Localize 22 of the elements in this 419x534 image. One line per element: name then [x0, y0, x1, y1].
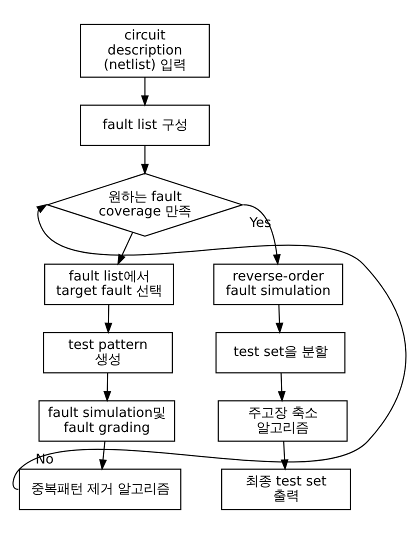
node-box: test set을 분할: [215, 332, 346, 374]
arrow: [278, 372, 286, 402]
arrow: [103, 372, 112, 402]
node-box: 최종 test set 출력: [221, 468, 352, 510]
arrow: [104, 304, 112, 334]
node-box: fault list 구성: [80, 104, 210, 146]
arrow: [141, 77, 149, 107]
node-box: 주고장 축소 알고리즘: [218, 400, 348, 442]
node-diamond: 원하는 fault coverage 만족: [46, 172, 244, 237]
arrow: [99, 441, 107, 471]
arrow: [117, 232, 134, 266]
edge-label: No: [35, 452, 54, 468]
node-box: test pattern 생성: [42, 332, 173, 374]
node-box: fault simulation및 fault grading: [38, 400, 176, 442]
node-box: circuit description (netlist) 입력: [80, 24, 210, 78]
node-box: 중복패턴 제거 알고리즘: [18, 468, 182, 510]
node-box: fault list에서 target fault 선택: [44, 264, 174, 306]
arrow: [243, 204, 281, 266]
arrow: [280, 441, 288, 471]
node-box: reverse-order fault simulation: [213, 264, 344, 306]
arrow: [141, 146, 149, 176]
arrow: [276, 304, 284, 334]
